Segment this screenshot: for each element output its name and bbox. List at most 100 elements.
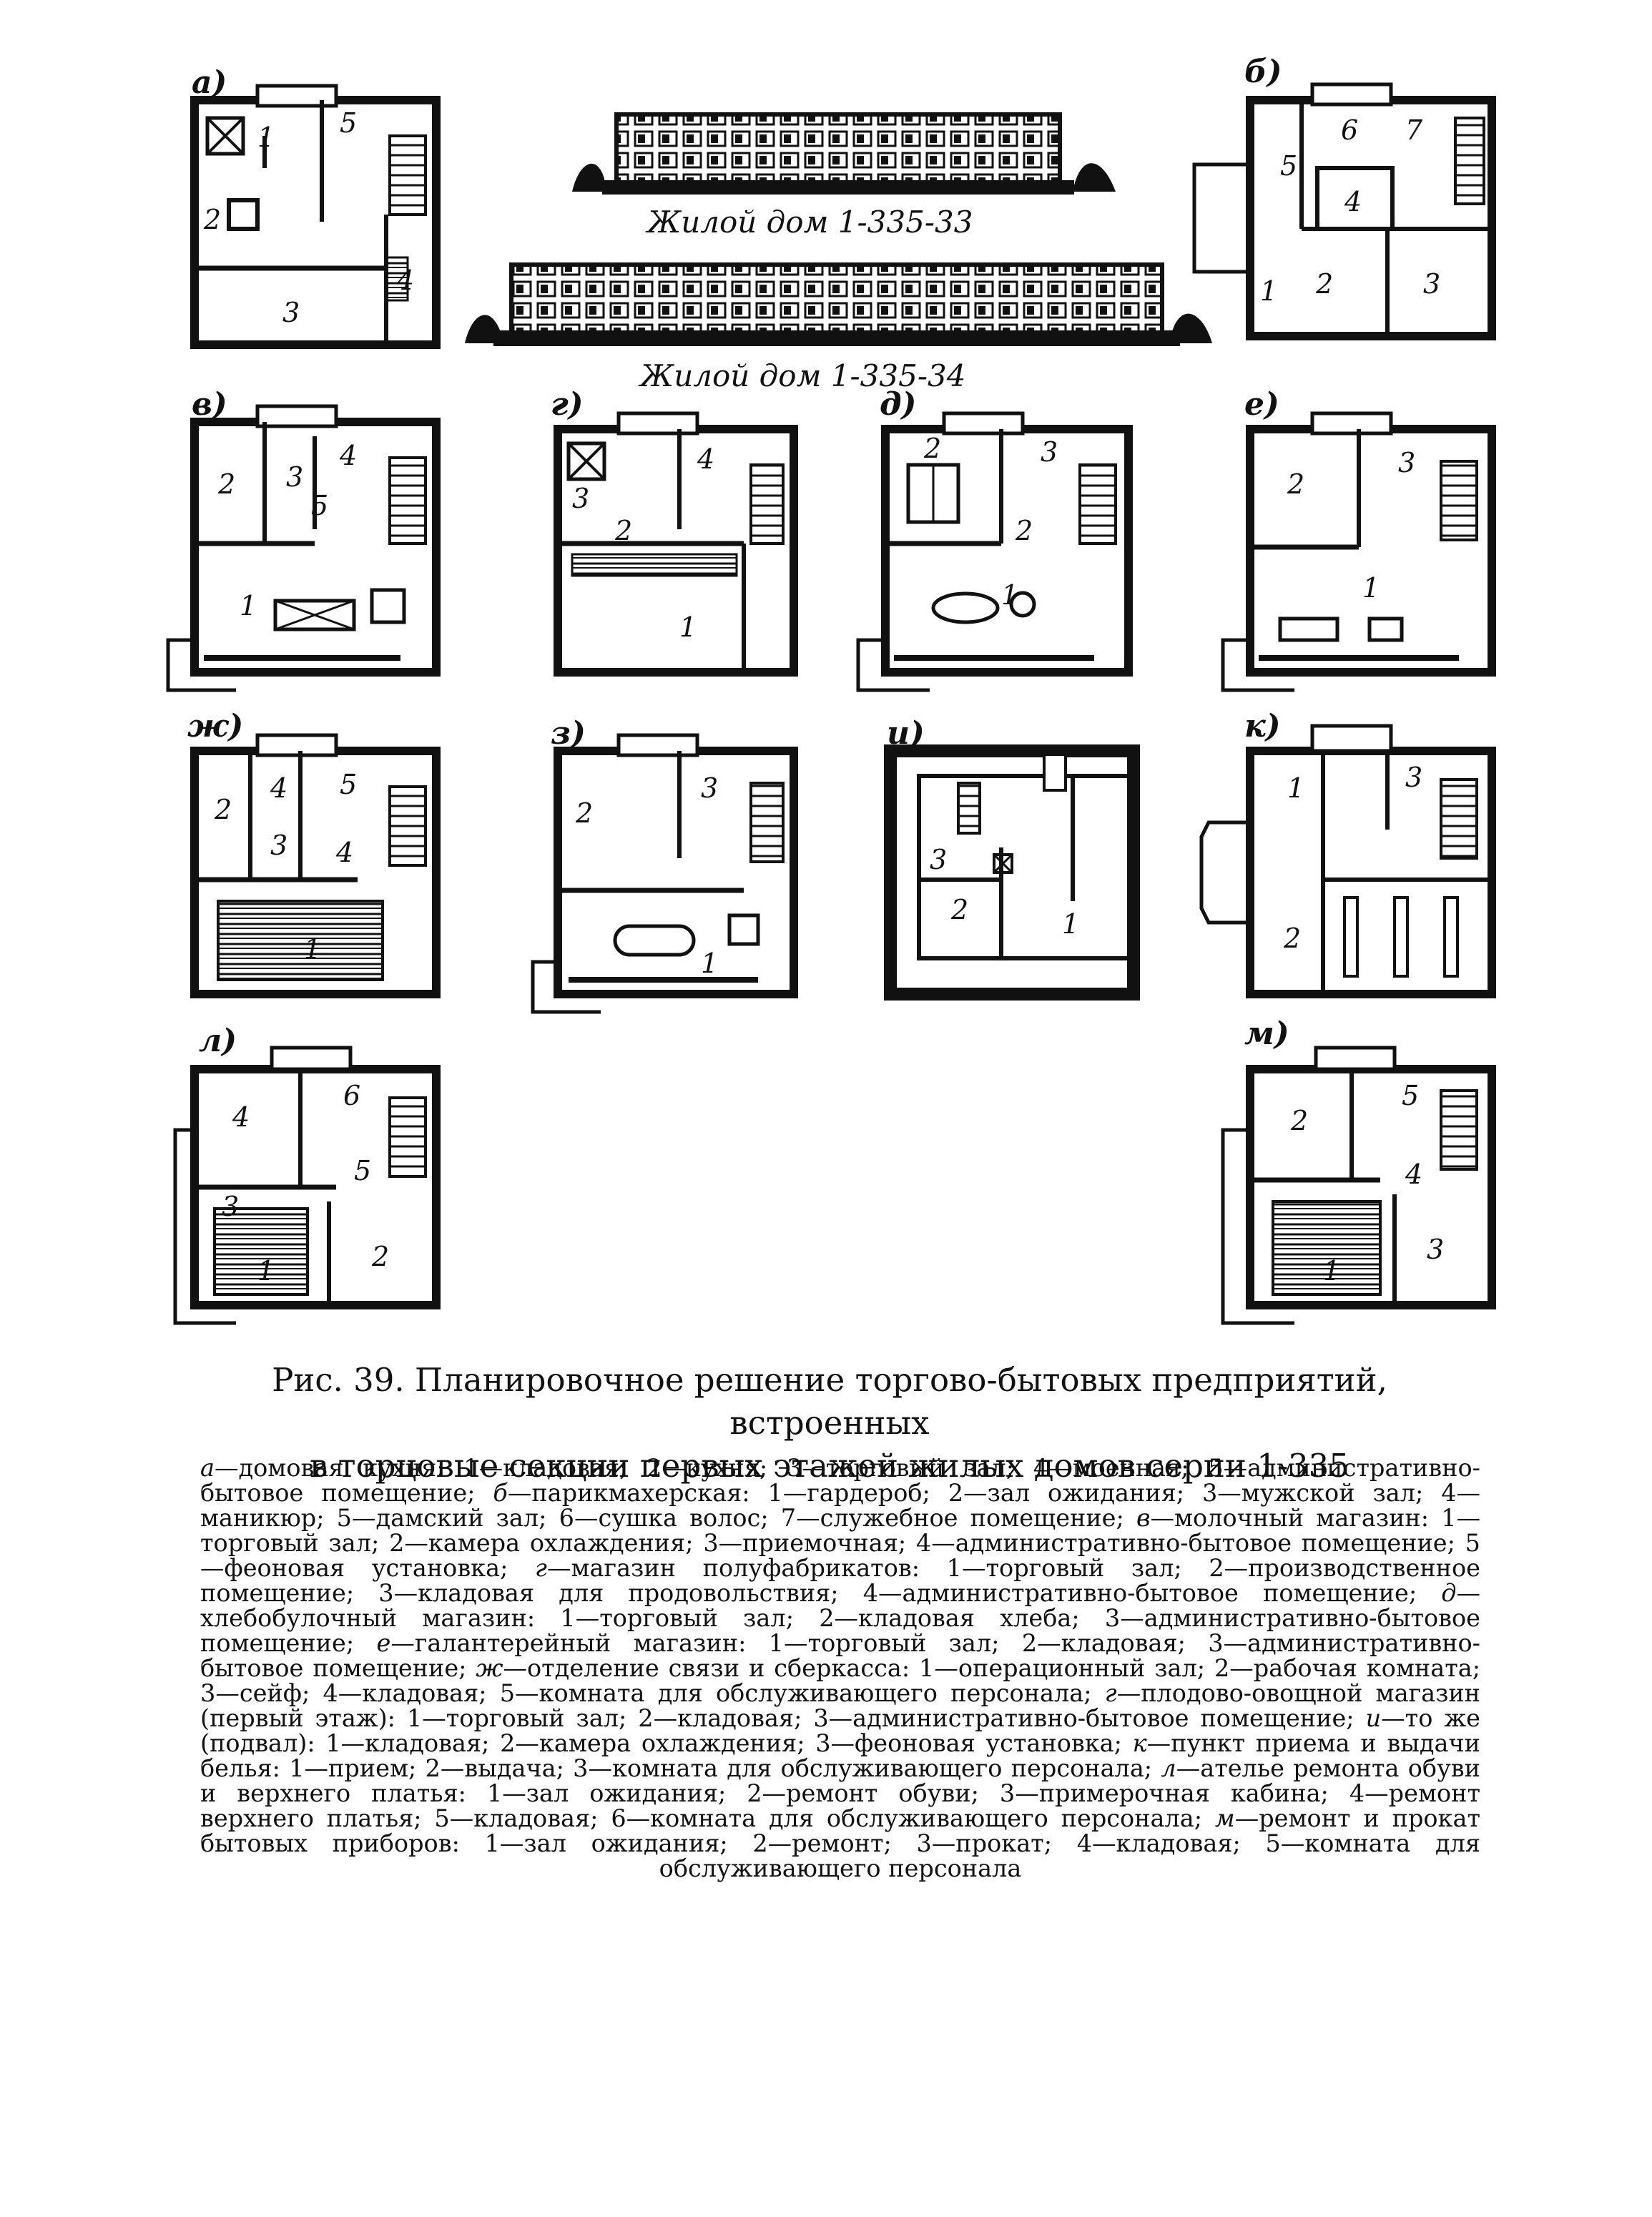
legend-text: —отделение связи и сберкасса: 1—операцио… <box>200 1654 1480 1707</box>
plan-z: з) 1 2 3 <box>531 715 798 1014</box>
room-b-6: 6 <box>1341 114 1358 146</box>
room-l-4: 4 <box>232 1101 250 1133</box>
legend-key: к <box>1132 1729 1147 1757</box>
room-l-2: 2 <box>371 1241 389 1272</box>
legend-text: —плодово-овощной магазин (первый этаж): … <box>200 1679 1480 1732</box>
legend-key: ж <box>476 1654 503 1682</box>
room-k-1: 1 <box>1287 772 1304 804</box>
legend-key: в <box>1136 1504 1151 1532</box>
caption-line-1: Рис. 39. Планировочное решение торгово-б… <box>272 1361 1387 1442</box>
room-m-5: 5 <box>1402 1080 1419 1111</box>
room-d-3: 3 <box>1041 436 1058 468</box>
legend-key: б <box>493 1479 508 1507</box>
legend-text: —ателье ремонта обуви и верхнего платья:… <box>200 1754 1480 1832</box>
room-l-6: 6 <box>343 1080 360 1111</box>
plan-i: и) 1 2 3 <box>884 715 1140 1001</box>
room-k-2: 2 <box>1283 923 1301 954</box>
room-l-1: 1 <box>257 1255 275 1287</box>
plan-label-a: а) <box>192 64 227 101</box>
room-a-2: 2 <box>203 204 221 235</box>
legend-text: —то же (подвал): 1—кладовая; 2—камера ох… <box>200 1704 1481 1757</box>
room-a-5: 5 <box>340 107 357 139</box>
room-m-2: 2 <box>1290 1105 1308 1136</box>
legend-key: е <box>376 1629 391 1657</box>
room-e-1: 1 <box>1362 572 1380 604</box>
room-l-3: 3 <box>222 1191 239 1222</box>
room-e-3: 3 <box>1398 447 1415 478</box>
legend-key: м <box>1214 1804 1235 1832</box>
building-1-335-34: Жилой дом 1-335-34 <box>465 262 1212 393</box>
room-a-3: 3 <box>282 297 300 328</box>
room-zh-2: 2 <box>214 794 232 825</box>
plan-label-z: з) <box>551 715 586 752</box>
room-d-2b: 2 <box>1015 515 1033 546</box>
plan-label-e: е) <box>1244 386 1279 423</box>
legend-text: —ремонт и прокат бытовых приборов: 1—зал… <box>200 1804 1481 1882</box>
room-zh-1: 1 <box>304 933 321 965</box>
room-v-2: 2 <box>217 468 235 500</box>
plan-label-l: л) <box>199 1023 237 1059</box>
room-v-1: 1 <box>240 590 257 621</box>
room-b-5: 5 <box>1280 150 1297 182</box>
room-m-4: 4 <box>1405 1159 1422 1190</box>
plan-label-m: м) <box>1244 1016 1289 1052</box>
legend-key: и <box>1365 1704 1382 1732</box>
legend-text: —молочный магазин: 1—торговый зал; 2—кам… <box>200 1504 1481 1582</box>
plan-b: б) 1 2 3 4 5 6 7 <box>1192 54 1496 340</box>
room-i-2: 2 <box>950 894 968 925</box>
room-g-2: 2 <box>614 515 632 546</box>
plan-l: л) 1 2 3 4 5 6 <box>173 1023 441 1325</box>
figure-legend: а—домовая кухня: 1—кладовая; 2—кухня; 3—… <box>200 1455 1480 1881</box>
room-g-3: 3 <box>572 483 589 514</box>
plan-label-d: д) <box>880 386 916 423</box>
plans-figure: а) 1 2 3 4 5 Жилой дом 1-335-33 Жилой до… <box>166 54 1496 1325</box>
room-a-1: 1 <box>257 122 275 153</box>
room-e-2: 2 <box>1287 468 1304 500</box>
legend-text: —пункт приема и выдачи белья: 1—прием; 2… <box>200 1729 1480 1782</box>
legend-key: д <box>1441 1579 1457 1607</box>
room-z-1: 1 <box>701 948 718 979</box>
room-v-5: 5 <box>311 490 328 521</box>
room-a-4: 4 <box>396 265 414 296</box>
legend-text: —галантерейный магазин: 1—торговый зал; … <box>200 1629 1480 1682</box>
room-d-2a: 2 <box>923 433 941 464</box>
room-m-3: 3 <box>1427 1234 1444 1265</box>
legend-text: —домовая кухня: 1—кладовая; 2—кухня; 3—т… <box>200 1454 1480 1507</box>
room-k-3: 3 <box>1405 762 1422 793</box>
room-zh-3: 3 <box>270 830 287 861</box>
room-b-4: 4 <box>1344 186 1362 217</box>
plan-g: г) 1 2 3 4 <box>551 386 798 677</box>
plan-label-zh: ж) <box>187 708 243 744</box>
room-z-3: 3 <box>701 772 718 804</box>
room-b-1: 1 <box>1260 275 1277 307</box>
plan-label-k: к) <box>1244 708 1281 744</box>
plan-zh: ж) 1 2 3 4 4 5 <box>187 708 441 998</box>
room-zh-4a: 4 <box>270 772 287 804</box>
building-caption-2: Жилой дом 1-335-34 <box>638 358 965 393</box>
plan-k: к) 1 2 3 <box>1199 708 1496 998</box>
room-zh-5: 5 <box>340 769 357 800</box>
room-i-1: 1 <box>1062 908 1079 940</box>
legend-key: г <box>1104 1679 1117 1707</box>
plan-v: в) 1 2 3 4 5 <box>166 386 441 692</box>
plan-d: д) 1 2 2 3 <box>856 386 1133 692</box>
room-m-1: 1 <box>1323 1255 1340 1287</box>
room-b-3: 3 <box>1423 268 1440 300</box>
plan-label-v: в) <box>192 386 227 423</box>
room-z-2: 2 <box>575 797 593 829</box>
plan-label-b: б) <box>1244 54 1282 90</box>
caption-line-2: в торцовые секции первых этажей жилых до… <box>310 1447 1349 1485</box>
room-i-3: 3 <box>930 844 947 875</box>
legend-key: г <box>535 1554 547 1582</box>
legend-key: а <box>200 1454 215 1482</box>
room-v-4: 4 <box>339 440 357 471</box>
plan-m: м) 1 2 3 4 5 <box>1221 1016 1496 1325</box>
room-zh-4b: 4 <box>335 837 353 868</box>
room-b-7: 7 <box>1405 114 1423 146</box>
room-g-4: 4 <box>697 443 714 475</box>
legend-text: —хлебобулочный магазин: 1—торговый зал; … <box>200 1579 1481 1657</box>
legend-key: л <box>1161 1754 1176 1782</box>
room-l-5: 5 <box>354 1155 371 1186</box>
room-d-1: 1 <box>1001 579 1018 611</box>
figure-caption: Рис. 39. Планировочное решение торгово-б… <box>179 1359 1480 1488</box>
